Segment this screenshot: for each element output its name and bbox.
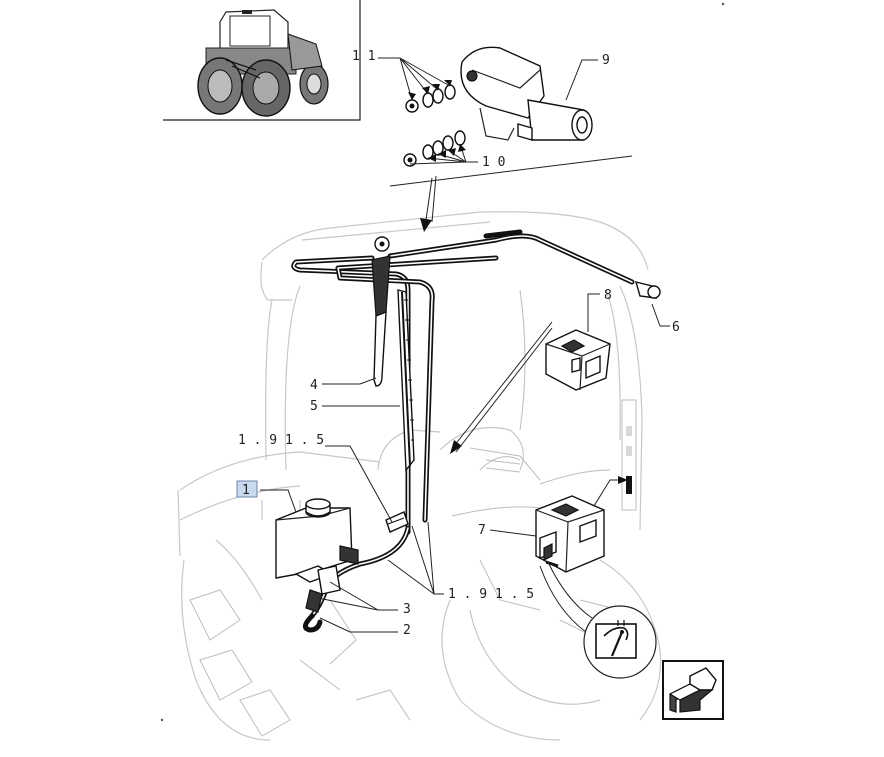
cross-reference-upper[interactable]: 1 . 9 1 . 5 xyxy=(238,433,324,448)
callout-11[interactable]: 1 1 xyxy=(352,49,375,64)
callout-6[interactable]: 6 xyxy=(672,320,680,335)
callout-1[interactable]: 1 xyxy=(242,483,250,498)
motor-fastener-set-lower xyxy=(403,130,466,167)
wiper-switch-front[interactable] xyxy=(535,495,605,573)
washer-pump[interactable] xyxy=(305,565,341,613)
wiper-switch-rear[interactable] xyxy=(545,329,611,391)
next-page-button[interactable] xyxy=(662,660,724,720)
callout-labels: 1 2 3 4 5 6 7 8 9 1 0 1 1 1 . 9 1 . 5 1 … xyxy=(236,49,680,638)
callout-9[interactable]: 9 xyxy=(602,53,610,68)
washer-nozzle[interactable] xyxy=(634,281,661,299)
next-page-arrow-icon xyxy=(668,667,717,713)
corner-mark xyxy=(721,2,725,6)
corner-mark xyxy=(160,718,164,722)
callout-5[interactable]: 5 xyxy=(310,399,318,414)
callout-7[interactable]: 7 xyxy=(478,523,486,538)
cab-outline-background xyxy=(177,211,662,741)
callout-10[interactable]: 1 0 xyxy=(482,155,505,170)
callout-4[interactable]: 4 xyxy=(310,378,318,393)
callout-2[interactable]: 2 xyxy=(403,623,411,638)
washer-reservoir[interactable] xyxy=(275,498,359,583)
wiper-arm[interactable] xyxy=(371,236,391,387)
motor-fastener-set-upper xyxy=(405,84,456,113)
switch-symbol-detail xyxy=(583,605,657,679)
hose-connector xyxy=(385,511,409,533)
callout-highlight xyxy=(236,480,258,498)
leader-lines xyxy=(260,57,670,633)
wiper-switch-icon xyxy=(603,620,629,657)
callout-3[interactable]: 3 xyxy=(403,602,411,617)
wiper-blade[interactable] xyxy=(397,289,415,472)
wiper-motor[interactable] xyxy=(460,46,593,141)
cross-reference-lower[interactable]: 1 . 9 1 . 5 xyxy=(448,587,534,602)
callout-8[interactable]: 8 xyxy=(604,288,612,303)
washer-hose-route xyxy=(291,229,635,633)
tractor-thumbnail[interactable] xyxy=(163,0,361,121)
